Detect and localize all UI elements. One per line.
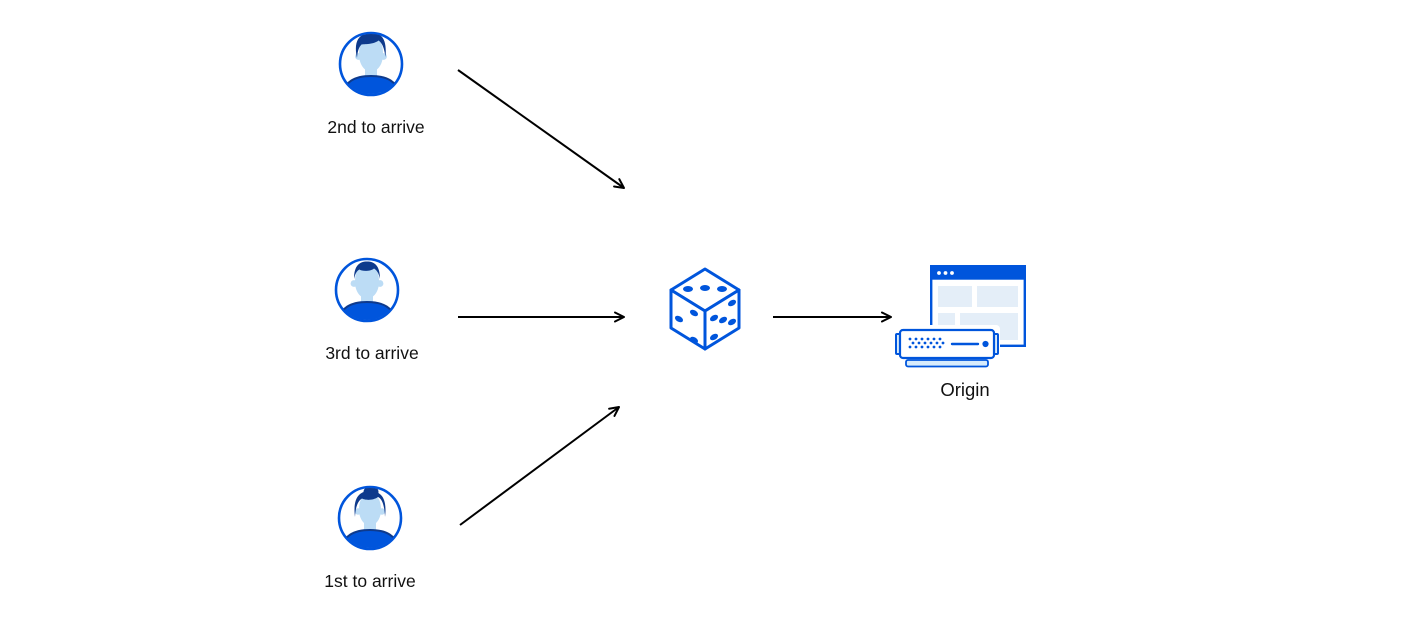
server-led [982,340,989,348]
edge-second-to-dice [457,69,625,189]
client-third-label: 3rd to arrive [325,343,419,363]
edge-first-to-dice [459,406,620,526]
server-icon [894,325,1000,368]
node-client-third [333,256,401,324]
male-user-short-hair-avatar-icon [334,257,400,323]
node-dice [666,266,744,352]
dice-icon [669,267,741,351]
node-client-first [336,484,404,552]
origin-label: Origin [940,379,990,400]
male-user-avatar-icon [338,31,404,97]
client-first-label: 1st to arrive [324,571,416,591]
server-vents [908,337,945,349]
node-client-second [337,30,405,98]
client-second-label: 2nd to arrive [327,117,425,137]
female-user-avatar-icon [337,485,403,551]
node-origin [894,265,1034,400]
